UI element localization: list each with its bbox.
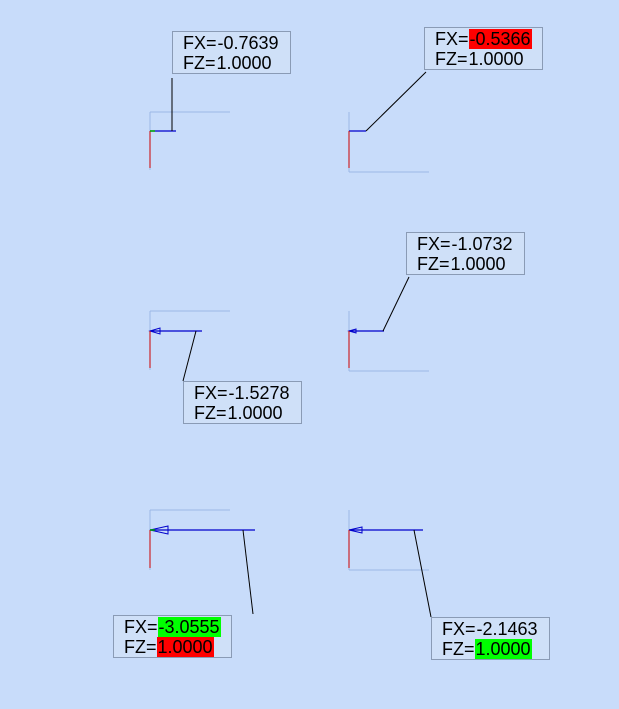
panel-6-leader-line [413, 529, 432, 618]
panel-6-fz: FZ=1.0000 [442, 639, 539, 659]
panel-2-fx: FX=-0.5366 [435, 29, 532, 49]
panel-6-label: FX=-2.1463 FZ=1.0000 [431, 617, 550, 660]
panel-2-fz: FZ=1.0000 [435, 49, 532, 69]
fz-prefix: FZ= [417, 254, 450, 274]
panel-4-fx: FX=-1.0732 [417, 234, 514, 254]
panel-5-arrow [149, 525, 169, 535]
panel-5-label: FX=-3.0555 FZ=1.0000 [113, 615, 232, 658]
fz-prefix: FZ= [442, 639, 475, 659]
panel-1-structure [149, 78, 230, 170]
panel-1-fz: FZ=1.0000 [183, 53, 280, 73]
panel-5-fx: FX=-3.0555 [124, 617, 221, 637]
fx-prefix: FX= [435, 29, 469, 49]
panel-2-leader-line [365, 71, 427, 132]
panel-2-structure [348, 71, 429, 173]
fx-prefix: FX= [194, 383, 228, 403]
fz-prefix: FZ= [124, 637, 157, 657]
panel-5-fz-value: 1.0000 [156, 637, 214, 657]
panel-4-leader-line [382, 276, 410, 332]
panel-1-fx-value: -0.7639 [217, 33, 279, 53]
panel-4-fz: FZ=1.0000 [417, 254, 514, 274]
fz-prefix: FZ= [435, 49, 468, 69]
panel-4-fx-value: -1.0732 [451, 234, 513, 254]
fx-prefix: FX= [442, 619, 476, 639]
panel-3-structure [148, 310, 230, 382]
fz-prefix: FZ= [183, 53, 216, 73]
panel-5-structure [149, 509, 255, 615]
panel-5-fx-value: -3.0555 [157, 617, 221, 637]
panel-3-leader-line [182, 330, 197, 382]
panel-5-leader-line [242, 529, 254, 615]
panel-4-structure [347, 276, 429, 372]
panel-6-structure [348, 510, 432, 618]
panel-3-fz: FZ=1.0000 [194, 403, 291, 423]
panel-6-fx: FX=-2.1463 [442, 619, 539, 639]
panel-4-arrow [347, 328, 357, 334]
fx-prefix: FX= [124, 617, 158, 637]
panel-2-fx-value: -0.5366 [468, 29, 532, 49]
panel-6-arrow [348, 526, 363, 534]
panel-1-fz-value: 1.0000 [216, 53, 272, 73]
panel-3-fz-value: 1.0000 [227, 403, 283, 423]
panel-4-fz-value: 1.0000 [450, 254, 506, 274]
panel-1-fx: FX=-0.7639 [183, 33, 280, 53]
panel-1-label: FX=-0.7639 FZ=1.0000 [172, 31, 291, 74]
panel-3-fx: FX=-1.5278 [194, 383, 291, 403]
panel-6-fz-value: 1.0000 [474, 639, 532, 659]
panel-2-fz-value: 1.0000 [468, 49, 524, 69]
panel-3-fx-value: -1.5278 [228, 383, 290, 403]
panel-3-label: FX=-1.5278 FZ=1.0000 [183, 381, 302, 424]
fz-prefix: FZ= [194, 403, 227, 423]
panel-5-fz: FZ=1.0000 [124, 637, 221, 657]
panel-2-label: FX=-0.5366 FZ=1.0000 [424, 27, 543, 70]
fx-prefix: FX= [183, 33, 217, 53]
fx-prefix: FX= [417, 234, 451, 254]
panel-6-fx-value: -2.1463 [476, 619, 538, 639]
panel-3-arrow [148, 327, 161, 335]
panel-4-label: FX=-1.0732 FZ=1.0000 [406, 232, 525, 275]
